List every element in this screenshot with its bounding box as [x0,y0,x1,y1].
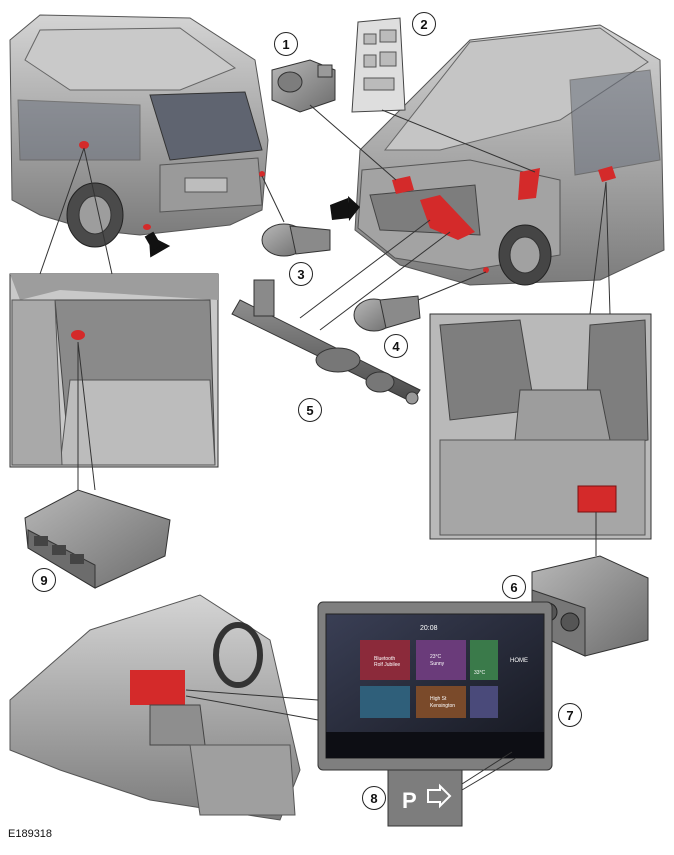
callout-9: 9 [32,568,56,592]
screen-home-label: HOME [510,658,528,664]
callout-7: 7 [558,703,582,727]
screen-tile-4-line1: High St [430,696,447,702]
rear-vehicle [9,14,269,258]
component-2-fuse-box [351,17,406,113]
component-4-parking-sensor [353,295,421,332]
screen-tile-1-line1: Bluetooth [374,656,395,662]
callout-1: 1 [274,32,298,56]
component-5-steering-rack [231,279,421,405]
screen-time: 20:08 [420,625,438,632]
leader-lines [39,104,611,791]
figure-reference: E189318 [8,828,53,840]
callout-4: 4 [384,334,408,358]
component-1-sensor-module [271,59,336,113]
front-vehicle [330,24,665,286]
screen-tile-3-value: 33°C [474,670,486,676]
callout-5: 5 [298,398,322,422]
component-8-parking-symbol: P [387,769,463,827]
screen-tile-1-line2: Rolf Jubilee [374,662,400,668]
parking-symbol-letter: P [402,788,417,813]
component-7-touchscreen: 20:08 HOME Bluetooth Rolf Jubilee 23°C S… [317,601,553,771]
callout-6: 6 [502,575,526,599]
callout-3: 3 [289,262,313,286]
component-9-control-module [24,489,171,589]
callout-8: 8 [362,786,386,810]
component-3-parking-sensor [261,223,331,257]
screen-tile-2-line2: Sunny [430,661,445,667]
luggage-compartment-detail [9,273,219,468]
interior-seats-detail [429,313,652,540]
callout-2: 2 [412,12,436,36]
screen-tile-4-line2: Kensington [430,703,455,709]
dashboard [9,594,301,821]
screen-tile-2-line1: 23°C [430,654,442,660]
